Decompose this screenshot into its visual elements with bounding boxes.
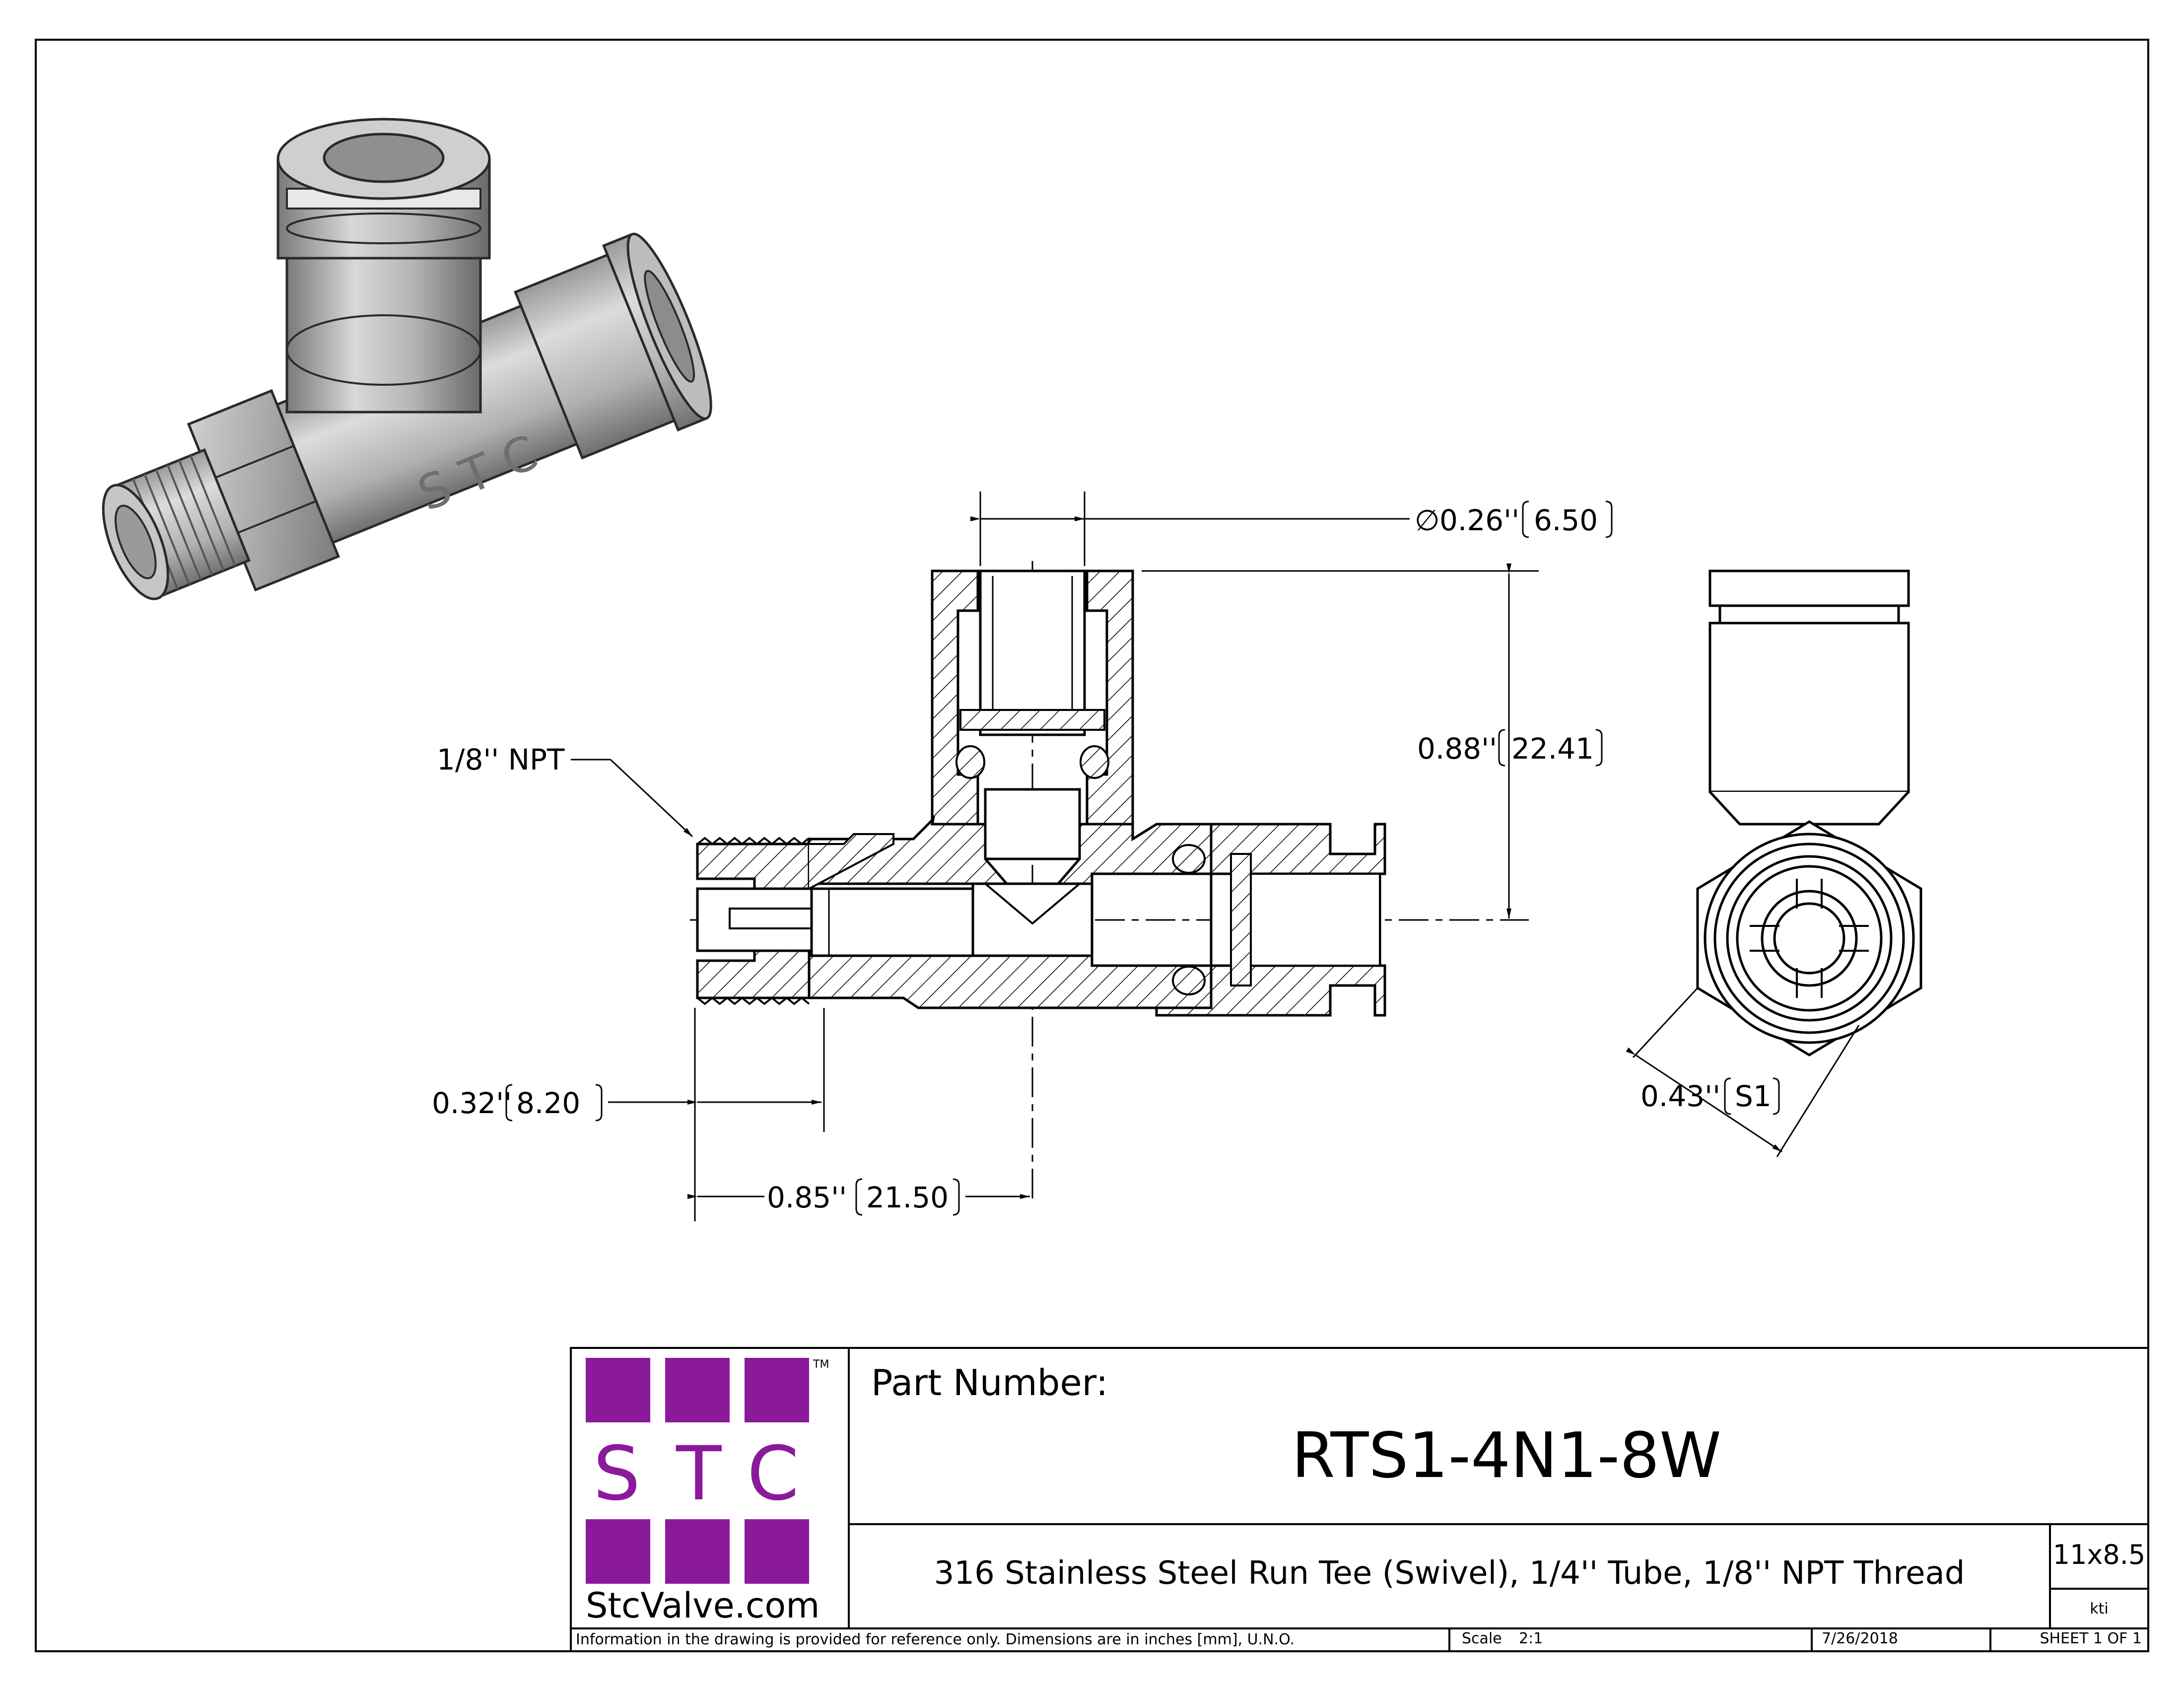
side-view [1626,569,1922,1157]
dim-hex-inch: 0.43'' [1640,1079,1720,1113]
isometric-view: S T C [102,118,712,600]
part-number-label: Part Number: [871,1362,1108,1404]
scale-label: Scale [1462,1630,1502,1647]
dim-thread-length-mm: 8.20 [516,1086,580,1120]
title-block [570,1347,2149,1652]
dim-bore-diameter-symbol: ∅ [1415,503,1440,537]
logo-url: StcValve.com [586,1585,819,1626]
logo-letter-c: C [747,1431,799,1517]
drawing-date: 7/26/2018 [1822,1630,1898,1647]
dim-thread-label: 1/8'' NPT [437,743,565,776]
dim-bore-diameter-mm: 6.50 [1534,503,1598,537]
dim-centerline-mm: 21.50 [866,1181,949,1214]
part-number: RTS1-4N1-8W [1292,1419,1721,1492]
dim-height-inch: 0.88'' [1417,732,1497,766]
dim-centerline-inch: 0.85'' [767,1181,847,1214]
section-view [690,561,1529,1201]
section-dimensions [571,492,1539,1221]
sheet-size: 11x8.5 [2053,1539,2146,1570]
dim-thread-length-inch: 0.32'' [432,1086,512,1120]
stc-logo: S T C TM StcValve.com [586,1358,829,1626]
logo-letter-s: S [593,1431,640,1517]
dim-height-mm: 22.41 [1511,732,1594,766]
scale-value: 2:1 [1519,1630,1543,1647]
logo-trademark: TM [813,1358,829,1371]
part-description: 316 Stainless Steel Run Tee (Swivel), 1/… [934,1555,1965,1592]
drawn-by: kti [2090,1600,2108,1618]
dim-bore-diameter-inch: 0.26'' [1439,503,1519,537]
logo-letter-t: T [676,1431,722,1517]
dim-hex-mm: S1 [1735,1079,1772,1113]
disclaimer: Information in the drawing is provided f… [576,1631,1295,1648]
sheet-number: SHEET 1 OF 1 [2040,1630,2142,1647]
